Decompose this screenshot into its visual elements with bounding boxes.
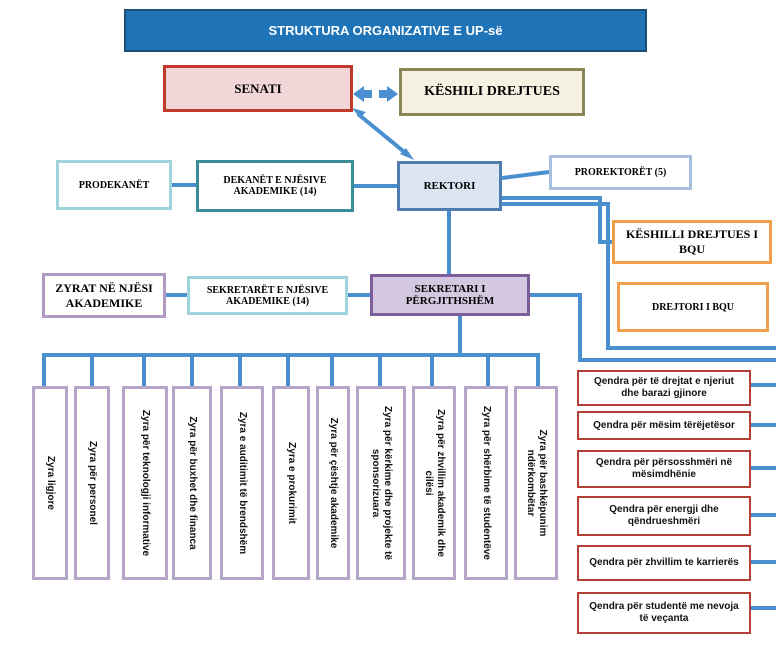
office-box: Zyra për kërkime dhe projekte të sponsor… <box>356 386 406 580</box>
prorektoret-box: PROREKTORËT (5) <box>549 155 692 190</box>
sekretari-box: SEKRETARI I PËRGJITHSHËM <box>370 274 530 316</box>
office-box: Zyra për teknologji informative <box>122 386 168 580</box>
office-box: Zyra për shërbime të studentëve <box>464 386 508 580</box>
office-label: Zyra ligjore <box>45 456 56 510</box>
center-box: Qendra për energji dhe qëndrueshmëri <box>577 496 751 536</box>
sekretaret-box: SEKRETARËT E NJËSIVE AKADEMIKE (14) <box>187 276 348 315</box>
office-label: Zyra e prokurimit <box>286 442 297 524</box>
dekanet-box: DEKANËT E NJËSIVE AKADEMIKE (14) <box>196 160 354 212</box>
office-label: Zyra për personel <box>87 441 98 525</box>
page-title: STRUKTURA ORGANIZATIVE E UP-së <box>124 9 647 52</box>
office-label: Zyra për buxhet dhe financa <box>187 416 198 550</box>
office-box: Zyra e prokurimit <box>272 386 310 580</box>
keshilli-bqu-box: KËSHILLI DREJTUES I BQU <box>612 220 772 264</box>
office-label: Zyra e auditimit të brendshëm <box>237 411 248 555</box>
office-box: Zyra për bashkëpunim ndërkombëtar <box>514 386 558 580</box>
office-box: Zyra ligjore <box>32 386 68 580</box>
office-box: Zyra për çështje akademike <box>316 386 350 580</box>
office-label: Zyra për shërbime të studentëve <box>481 406 492 560</box>
keshili-drejtues-box: KËSHILI DREJTUES <box>399 68 585 116</box>
rektori-box: REKTORI <box>397 161 502 211</box>
center-box: Qendra për studentë me nevoja të veçanta <box>577 592 751 634</box>
center-box: Qendra për përsosshmëri në mësimdhënie <box>577 450 751 488</box>
center-box: Qendra për mësim tërëjetësor <box>577 411 751 440</box>
office-box: Zyra për zhvillim akademik dhe cilësi <box>412 386 456 580</box>
office-label: Zyra për çështje akademike <box>328 417 339 549</box>
office-label: Zyra për kërkime dhe projekte të sponsor… <box>370 406 393 560</box>
prodekanet-box: PRODEKANËT <box>56 160 172 210</box>
senati-box: SENATI <box>163 65 353 112</box>
zyrat-njesi-box: ZYRAT NË NJËSI AKADEMIKE <box>42 273 166 318</box>
center-box: Qendra për zhvillim te karrierës <box>577 545 751 581</box>
office-box: Zyra për personel <box>74 386 110 580</box>
office-label: Zyra për bashkëpunim ndërkombëtar <box>525 429 548 537</box>
office-box: Zyra e auditimit të brendshëm <box>220 386 264 580</box>
drejtori-bqu-box: DREJTORI I BQU <box>617 282 769 332</box>
office-label: Zyra për zhvillim akademik dhe cilësi <box>423 409 446 557</box>
center-box: Qendra për të drejtat e njeriut dhe bara… <box>577 370 751 406</box>
office-label: Zyra për teknologji informative <box>140 409 151 557</box>
office-box: Zyra për buxhet dhe financa <box>172 386 212 580</box>
